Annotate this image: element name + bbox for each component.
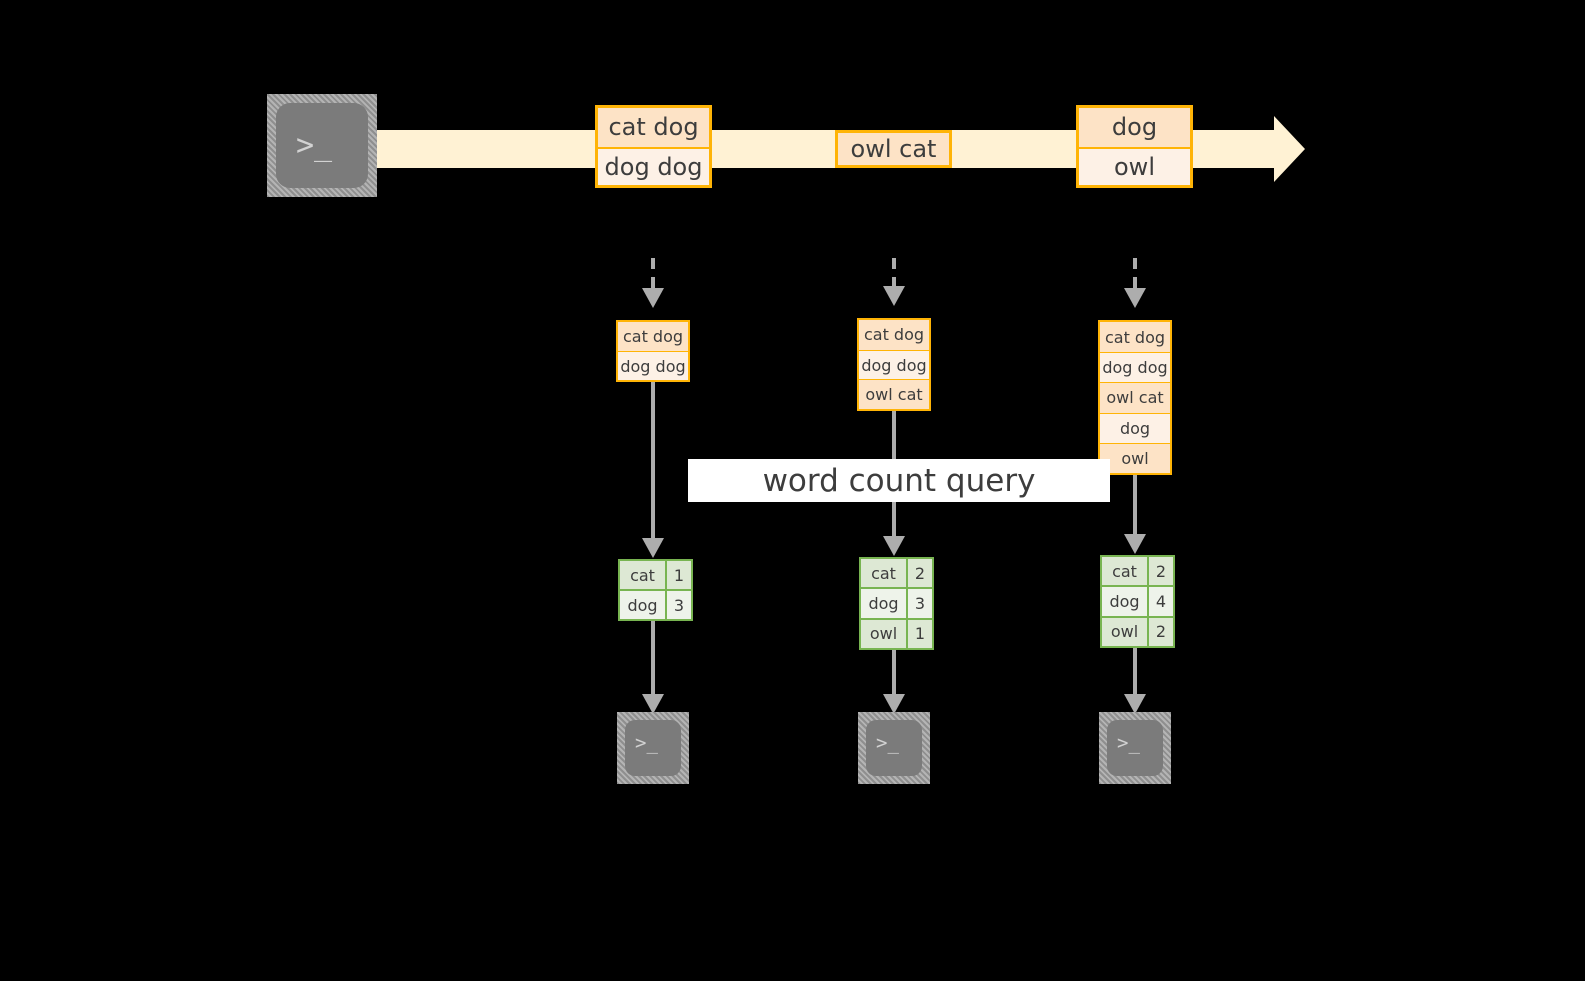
table-row: cat 2 [1102,557,1173,586]
snapshot-1-query-arrowhead [642,538,664,558]
snapshot-2-output-line [892,650,896,699]
snapshot-1-result-table[interactable]: cat 1 dog 3 [618,559,693,621]
table-row: dog 3 [861,587,932,618]
result-word: owl [1102,617,1147,646]
snapshot-3-state-line-2: dog dog [1100,352,1170,383]
table-row: owl 2 [1102,615,1173,646]
stream-event-3-line-2: owl [1079,146,1190,185]
snapshot-1-state-line-1: cat dog [618,322,688,351]
snapshot-3-state-line-5: owl [1100,442,1170,473]
snapshot-2-result-table[interactable]: cat 2 dog 3 owl 1 [859,557,934,650]
consumer-terminal-prompt: >_ [635,732,658,754]
stream-event-1-line-1: cat dog [598,108,709,147]
stream-event-1[interactable]: cat dog dog dog [595,105,712,188]
table-row: dog 3 [620,589,691,619]
snapshot-2-state-line-2: dog dog [859,349,929,380]
snapshot-3-consumer-terminal-icon[interactable]: >_ [1099,712,1171,784]
snapshot-1-consumer-terminal-icon[interactable]: >_ [617,712,689,784]
snapshot-2-tap-arrowhead [883,286,905,306]
result-count: 1 [906,619,932,648]
result-count: 2 [1147,557,1173,586]
snapshot-1-tap-arrowhead [642,288,664,308]
snapshot-2-state-line-1: cat dog [859,320,929,350]
snapshot-3-output-arrowhead [1124,694,1146,714]
snapshot-3-state[interactable]: cat dog dog dog owl cat dog owl [1098,320,1172,475]
result-word: cat [1102,557,1147,586]
table-row: cat 2 [861,559,932,588]
result-count: 3 [665,591,691,619]
producer-terminal-icon[interactable]: >_ [267,94,377,197]
snapshot-2-state-line-3: owl cat [859,379,929,409]
result-count: 4 [1147,587,1173,616]
snapshot-3-query-arrowhead [1124,534,1146,554]
snapshot-2-state[interactable]: cat dog dog dog owl cat [857,318,931,411]
snapshot-2-tap-line [892,258,896,289]
result-count: 3 [906,589,932,618]
snapshot-1-state-line-2: dog dog [618,351,688,380]
consumer-terminal-prompt: >_ [1117,732,1140,754]
snapshot-3-result-table[interactable]: cat 2 dog 4 owl 2 [1100,555,1175,648]
query-label: word count query [688,459,1110,502]
result-word: dog [620,591,665,619]
snapshot-1-query-line [651,382,655,550]
stream-event-3[interactable]: dog owl [1076,105,1193,188]
snapshot-3-tap-line [1133,258,1137,291]
query-label-text: word count query [762,462,1036,499]
snapshot-1-output-arrowhead [642,694,664,714]
consumer-terminal-prompt: >_ [876,732,899,754]
result-count: 1 [665,561,691,589]
event-stream-arrowhead [1274,116,1305,182]
snapshot-2-query-arrowhead [883,536,905,556]
stream-event-2-line-1: owl cat [838,133,949,165]
snapshot-3-query-line [1133,475,1137,548]
snapshot-1-output-line [651,621,655,699]
snapshot-1-tap-line [651,258,655,291]
result-count: 2 [1147,617,1173,646]
snapshot-2-output-arrowhead [883,694,905,714]
result-word: dog [1102,587,1147,616]
stream-event-2[interactable]: owl cat [835,130,952,168]
result-word: dog [861,589,906,618]
result-word: cat [861,559,906,588]
stream-event-1-line-2: dog dog [598,146,709,185]
result-word: owl [861,619,906,648]
producer-terminal-screen: >_ [276,103,368,188]
producer-terminal-prompt: >_ [296,128,333,163]
snapshot-3-state-line-3: owl cat [1100,382,1170,413]
table-row: dog 4 [1102,585,1173,616]
consumer-terminal-screen: >_ [866,720,922,776]
table-row: owl 1 [861,617,932,648]
snapshot-3-state-line-4: dog [1100,412,1170,443]
consumer-terminal-screen: >_ [1107,720,1163,776]
snapshot-3-tap-arrowhead [1124,288,1146,308]
consumer-terminal-screen: >_ [625,720,681,776]
snapshot-3-state-line-1: cat dog [1100,322,1170,353]
snapshot-1-state[interactable]: cat dog dog dog [616,320,690,382]
snapshot-2-consumer-terminal-icon[interactable]: >_ [858,712,930,784]
result-word: cat [620,561,665,589]
table-row: cat 1 [620,561,691,589]
stream-event-3-line-1: dog [1079,108,1190,147]
result-count: 2 [906,559,932,588]
snapshot-3-output-line [1133,648,1137,699]
